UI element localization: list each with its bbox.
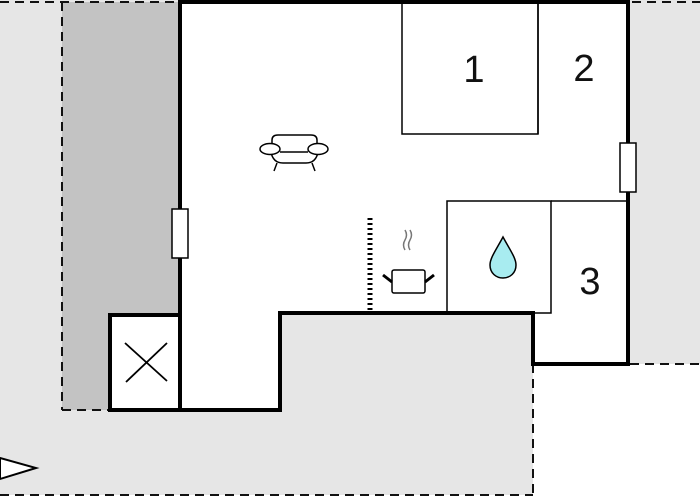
room-label-3: 3 (579, 261, 601, 303)
entrance-arrow-icon (0, 456, 40, 481)
window-icon (171, 142, 637, 259)
cooking-pot-icon (382, 229, 435, 294)
interior (110, 2, 628, 410)
water-drop-icon (489, 235, 517, 279)
sofa-icon (259, 134, 329, 172)
x-mark-icon (124, 342, 168, 383)
exterior-walls (108, 0, 630, 412)
room-label-2: 2 (573, 48, 595, 90)
room-label-1: 1 (463, 49, 485, 91)
